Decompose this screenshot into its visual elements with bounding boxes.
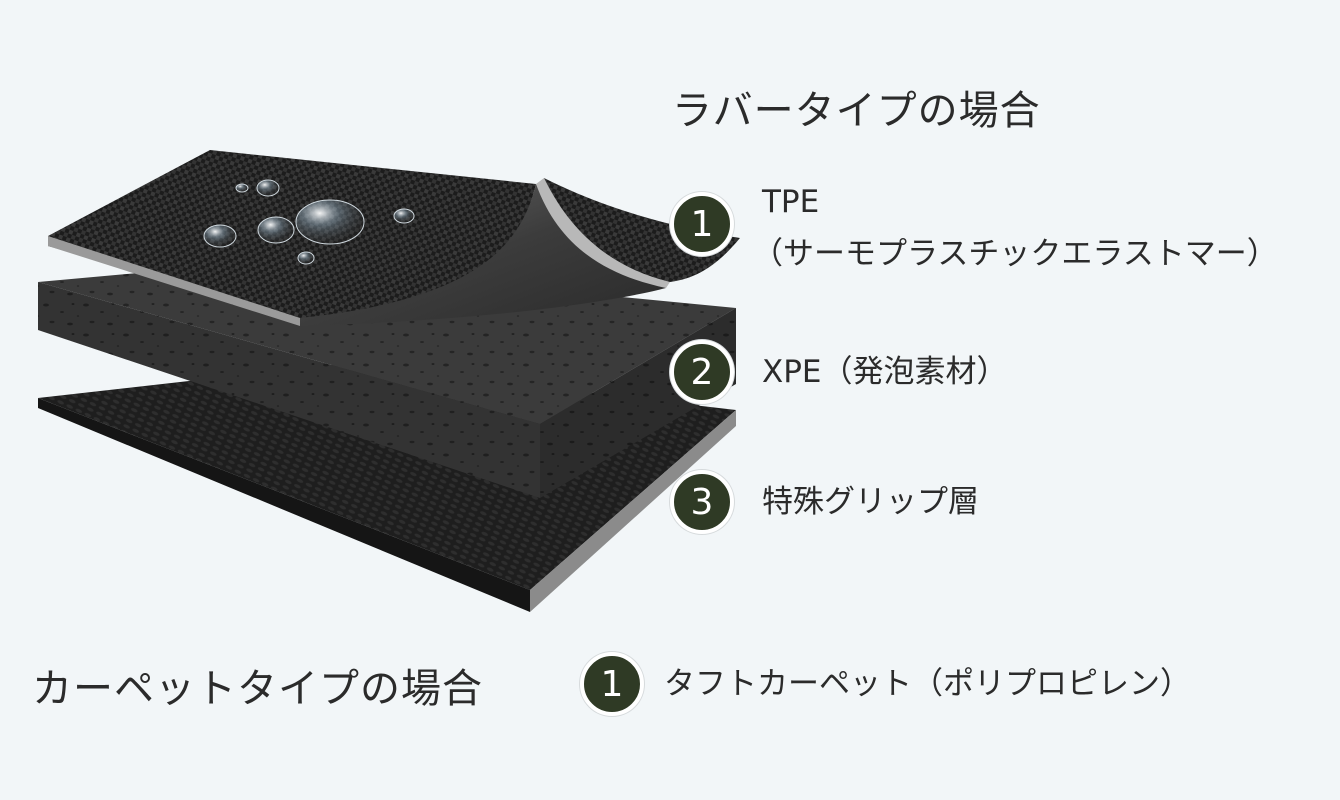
carpet-type-title: カーペットタイプの場合 <box>32 666 483 712</box>
rubber-type-title: ラバータイプの場合 <box>672 88 1041 134</box>
water-droplets <box>203 179 415 265</box>
layer-number-badge: 1 <box>580 652 644 716</box>
layer-number-badge: 2 <box>670 340 734 404</box>
layer-number-badge: 1 <box>670 192 734 256</box>
layer-name-xpe: XPE（発泡素材） <box>762 354 1008 390</box>
layer-name-grip: 特殊グリップ層 <box>762 484 979 520</box>
layer-detail-tpe: （サーモプラスチックエラストマー） <box>752 236 1278 272</box>
layer-name-carpet: タフトカーペット（ポリプロピレン） <box>664 666 1191 702</box>
layer-name-tpe: TPE <box>762 184 820 220</box>
layer-number-badge: 3 <box>670 470 734 534</box>
